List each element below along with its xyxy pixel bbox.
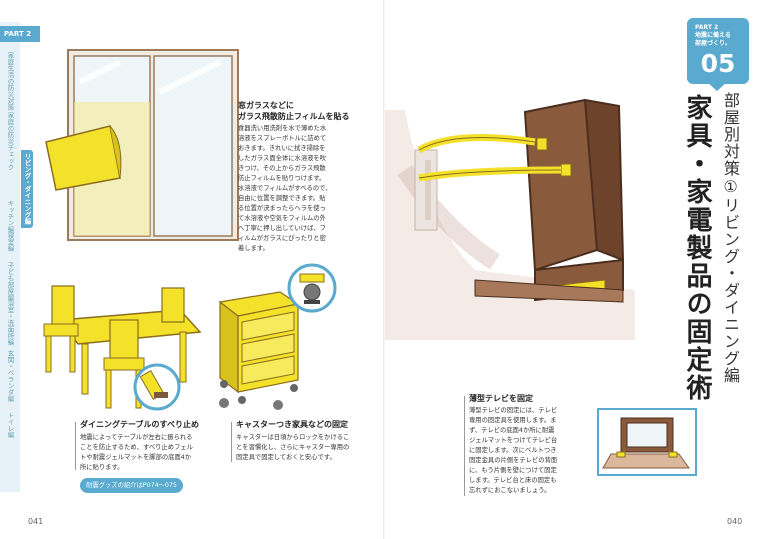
tab-item: トイレ編 <box>6 412 14 438</box>
body-line: 薄型テレビの固定には、テレビ <box>469 407 558 414</box>
caster-detail-mini-1 <box>219 398 229 408</box>
caster-cabinet-illustration <box>218 291 300 404</box>
tv-fix-body: 薄型テレビの固定には、テレビ 専用の固定具を使用します。ま ず、テレビの底面4か… <box>469 406 594 496</box>
body-line: します。テレビ台と床の固定も <box>469 477 557 484</box>
part-badge-notch <box>707 82 727 91</box>
body-line: 固定金具の片側をテレビの背面 <box>469 457 558 464</box>
caster-fix-body: キャスターは日頃からロックをかけるこ とを習慣化し、さらにキャスター専用の 固定… <box>236 433 366 463</box>
page-title: 家具・家電製品の固定術 <box>682 94 712 402</box>
body-line: に固定します。次にベルトつき <box>469 447 557 454</box>
leader-line <box>232 104 233 224</box>
body-line: 専用の固定具を使用します。ま <box>469 417 557 424</box>
leader-line <box>75 422 76 470</box>
window-film-heading-line1: 窓ガラスなどに <box>238 101 294 110</box>
body-line: とを習慣化し、さらにキャスター専用の <box>236 444 350 451</box>
body-line: 食器洗い用洗剤を水で薄めた水 <box>238 125 327 132</box>
window-film-body: 食器洗い用洗剤を水で薄めた水 溶液をスプレーボトルに詰めて おきます。きれいに拭… <box>238 124 363 254</box>
body-line: 溶液をスプレーボトルに詰めて <box>238 135 327 142</box>
page-number-right: 040 <box>727 517 743 526</box>
reference-link-chip[interactable]: 耐震グッズの紹介はP074〜075 <box>80 478 183 493</box>
body-line: トや耐震ジェルマットを脚部の底面4か <box>80 454 192 461</box>
window-film-heading: 窓ガラスなどに ガラス飛散防止フィルムを貼る <box>238 100 358 122</box>
window-film-heading-line2: ガラス飛散防止フィルムを貼る <box>238 112 350 121</box>
page-number-left: 041 <box>28 517 44 526</box>
body-line: 水溶液でフィルムがすべるので、 <box>238 185 332 192</box>
caster-fix-heading: キャスターつき家具などの固定 <box>236 420 348 429</box>
tab-item: 寝室編 <box>6 232 14 252</box>
body-line: る位置が決まったらヘラを使っ <box>238 205 326 212</box>
body-line: ことを防止するため、すべり止めフェル <box>80 444 193 451</box>
body-line: へ丁寧に押し出していけば、フ <box>238 225 326 232</box>
body-line: に、もう片側を壁につけて固定 <box>469 467 557 474</box>
body-line: 忘れずにおこないましょう。 <box>469 487 551 494</box>
body-line: て水溶液や空気をフィルムの外 <box>238 215 326 222</box>
body-line: したガラス面全体に水溶液を吹 <box>238 155 327 162</box>
caster-detail-mini-2 <box>273 400 283 410</box>
window-illustration <box>45 49 239 241</box>
body-line: ず、テレビの底面4か所に耐震 <box>469 427 555 434</box>
body-line: 自由に位置を調整できます。貼 <box>238 195 326 202</box>
part-badge-line3: 部屋づくり。 <box>695 40 731 47</box>
part-badge-number: 05 <box>700 49 736 78</box>
dining-table-illustration <box>43 285 202 409</box>
body-line: きつけ、その上からガラス飛散 <box>238 165 326 172</box>
body-line: 地震によってテーブルが左右に振られる <box>80 434 193 441</box>
leader-line <box>464 396 465 496</box>
body-line: おきます。きれいに拭き掃除を <box>238 145 326 152</box>
tab-item: 玄関・ベランダ編 <box>6 350 14 402</box>
tv-wall-mount-illustration <box>385 98 635 340</box>
tv-base-detail-illustration <box>597 408 697 476</box>
body-line: 所に貼ります。 <box>80 464 124 471</box>
part-badge: PART 2 地震に備える 部屋づくり。 05 <box>687 18 749 91</box>
part-badge-line2: 地震に備える <box>695 32 731 39</box>
part-tab-label: PART 2 <box>0 26 40 42</box>
caster-detail-circle <box>287 263 337 313</box>
part-badge-label: PART 2 地震に備える 部屋づくり。 <box>695 24 731 48</box>
leader-line <box>231 422 232 462</box>
body-line: 固定具で固定しておくと安心です。 <box>236 454 336 461</box>
tab-item: 子ども部屋編 <box>6 262 14 301</box>
part-badge-line1: PART 2 <box>695 24 719 31</box>
tab-item: 家庭の防災チェック <box>6 112 14 171</box>
chapter-tab-strip <box>0 22 20 492</box>
tab-item: 浴室・洗面所編 <box>6 300 14 346</box>
tv-fix-heading: 薄型テレビを固定 <box>469 394 533 403</box>
table-nonslip-heading: ダイニングテーブルのすべり止め <box>80 420 199 429</box>
body-line: 防止フィルムを貼りつけます。 <box>238 175 326 182</box>
body-line: キャスターは日頃からロックをかけるこ <box>236 434 350 441</box>
tab-item-active: リビング・ダイニング編 <box>21 150 33 228</box>
left-page: PART 2 家庭生活の防災対策 家庭の防災チェック リビング・ダイニング編 キ… <box>0 22 366 526</box>
right-page: PART 2 地震に備える 部屋づくり。 05 部屋別対策①リビング・ダイニング… <box>385 0 770 539</box>
body-line: ジェルマットをつけてテレビ台 <box>469 437 558 444</box>
body-line: ィルムがガラスにぴったりと密 <box>238 235 326 242</box>
body-line: 着します。 <box>238 245 269 252</box>
table-leg-detail-circle <box>133 363 181 411</box>
tab-item: 家庭生活の防災対策 <box>6 52 14 111</box>
page-subtitle: 部屋別対策①リビング・ダイニング編 <box>721 92 740 384</box>
table-nonslip-body: 地震によってテーブルが左右に振られる ことを防止するため、すべり止めフェル トや… <box>80 433 220 473</box>
tab-item: キッチン編 <box>6 200 14 233</box>
